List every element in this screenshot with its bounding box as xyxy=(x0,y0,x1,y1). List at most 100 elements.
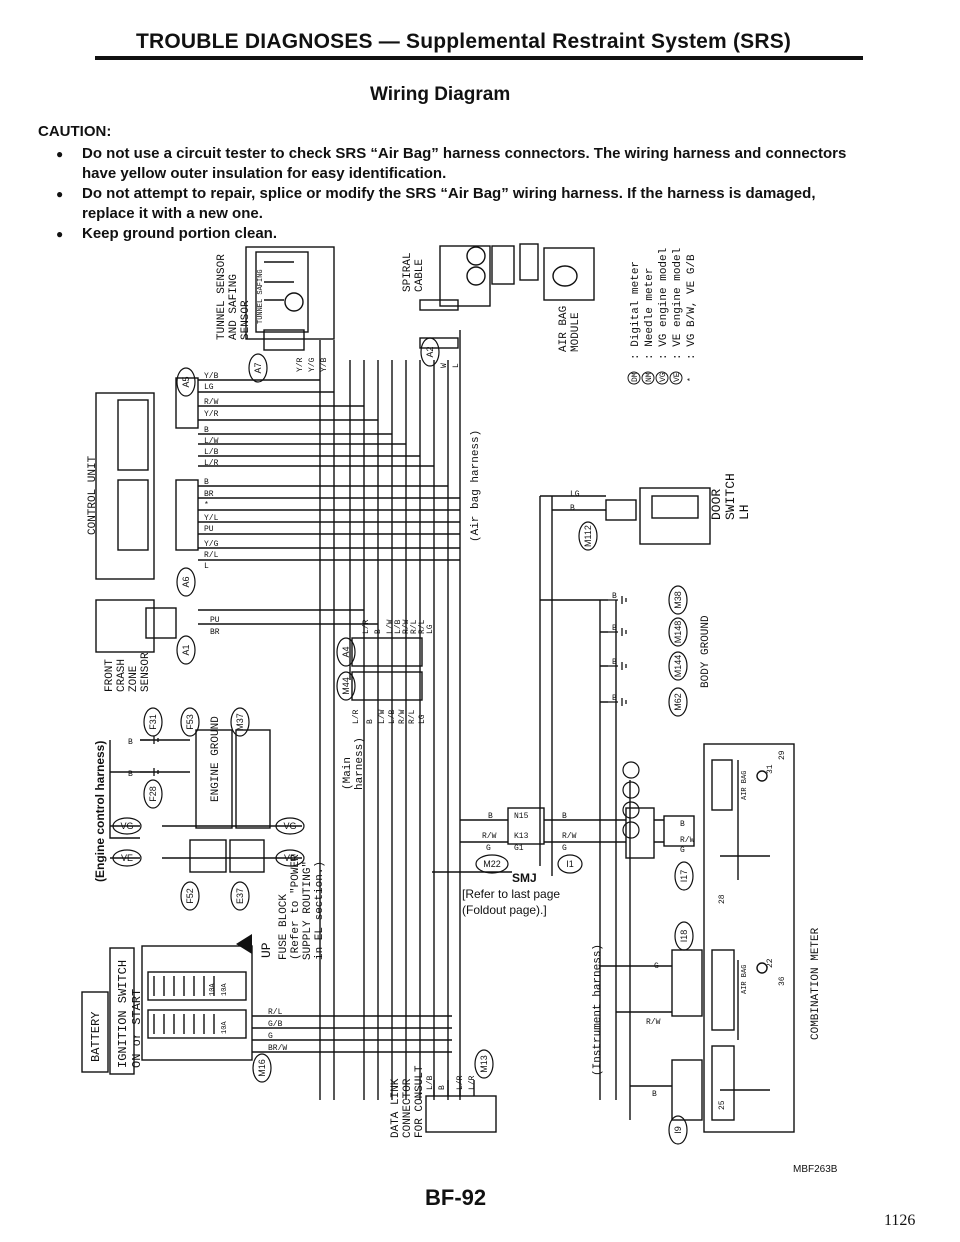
wire-label: L/W xyxy=(378,709,387,724)
wire-label: R/W xyxy=(646,1018,661,1027)
wire-label: B xyxy=(204,478,209,487)
caution-block: CAUTION: Do not use a circuit tester to … xyxy=(38,122,858,244)
wire-label: R/W xyxy=(680,836,695,845)
caution-list: Do not use a circuit tester to check SRS… xyxy=(38,144,858,244)
wire-label: Y/G xyxy=(308,357,317,372)
data-link-connector-box xyxy=(425,1095,497,1133)
connector-e37: E37 xyxy=(235,888,245,904)
wire-label: L/R xyxy=(352,709,361,724)
battery-box xyxy=(81,991,109,1073)
spiral-cable-label-2: CABLE xyxy=(414,259,426,292)
caution-label: CAUTION: xyxy=(38,123,112,140)
body-ground-label: BODY GROUND xyxy=(700,615,712,688)
smj-terminal: K13 xyxy=(514,832,529,841)
control-unit-label: CONTROL UNIT xyxy=(87,455,99,535)
wire-label: B xyxy=(128,738,133,747)
connector-m37: M37 xyxy=(235,713,245,731)
wire-label: B xyxy=(366,719,375,724)
connector-m62: M62 xyxy=(673,693,683,711)
wire-label: B xyxy=(612,658,617,667)
wire-label: B xyxy=(612,694,617,703)
connector-i1: I1 xyxy=(566,859,574,869)
wire-label: G xyxy=(680,846,685,855)
smj-terminal: G1 xyxy=(514,844,524,853)
wire-label: R/W xyxy=(402,619,411,634)
legend-code-ve: VE xyxy=(673,372,682,382)
connector-m22: M22 xyxy=(483,859,501,869)
wire-label: R/L xyxy=(418,619,427,634)
smj-label: SMJ xyxy=(512,871,537,885)
caution-item: Keep ground portion clean. xyxy=(38,224,858,244)
wire-label: * xyxy=(204,501,209,510)
data-link-label-3: FOR CONSULT xyxy=(414,1065,426,1138)
connector-ve: VE xyxy=(284,853,296,863)
legend-dm: : Digital meter xyxy=(630,261,642,360)
wire-label: W xyxy=(440,363,449,368)
fuse-rating: 10A xyxy=(221,983,229,996)
tunnel-sensor-label-3: SENSOR xyxy=(240,300,252,340)
data-link-label-1: DATA LINK xyxy=(390,1078,402,1138)
crash-sensor-label-1: FRONT xyxy=(104,659,116,692)
connector-m148: M148 xyxy=(673,621,683,644)
wire-label: B xyxy=(612,624,617,633)
wire-label: B xyxy=(612,592,617,601)
fuse-block-label-1: FUSE BLOCK xyxy=(278,894,290,960)
meter-terminal: 22 xyxy=(766,958,775,968)
page-code: BF-92 xyxy=(425,1185,487,1210)
crash-sensor-label-2: CRASH xyxy=(116,659,128,692)
meter-air-bag-1: AIR BAG xyxy=(741,771,749,800)
wire-label: Y/R xyxy=(296,357,305,372)
wire-label: LG xyxy=(426,624,435,634)
wire-label: R/W xyxy=(204,398,219,407)
connector-m38: M38 xyxy=(673,591,683,609)
meter-air-bag-2: AIR BAG xyxy=(741,965,749,994)
connector-a2: A2 xyxy=(425,346,435,357)
caution-item: Do not use a circuit tester to check SRS… xyxy=(38,144,858,184)
wire-label: PU xyxy=(204,525,214,534)
combination-meter-label: COMBINATION METER xyxy=(810,927,822,1040)
tunnel-sensor-box xyxy=(245,246,335,340)
connector-f52: F52 xyxy=(185,888,195,904)
wire-label: L/R xyxy=(204,459,219,468)
battery-label: BATTERY xyxy=(89,1012,103,1062)
wire-label: B xyxy=(438,1085,447,1090)
connector-f28: F28 xyxy=(148,786,158,802)
wire-label: L xyxy=(204,562,209,571)
wire-label: L/R xyxy=(362,619,371,634)
wire-label: LG xyxy=(204,383,214,392)
crash-sensor-label-4: SENSOR xyxy=(140,652,152,692)
smj-terminal: R/W xyxy=(482,832,497,841)
smj-box xyxy=(507,807,545,845)
wire-label: BR/W xyxy=(268,1044,287,1053)
smj-terminal: N15 xyxy=(514,812,529,821)
legend-vg: : VG engine model xyxy=(658,248,670,360)
page-number: 1126 xyxy=(884,1212,916,1229)
wire-label: B xyxy=(128,770,133,779)
harness-main-2: harness) xyxy=(354,737,366,790)
header-rule xyxy=(95,56,863,60)
wire-label: Y/L xyxy=(204,514,219,523)
spiral-cable-label-1: SPIRAL xyxy=(402,252,414,292)
smj-ref-2: (Foldout page).] xyxy=(462,903,547,917)
wire-label: L/B xyxy=(394,619,403,634)
connector-f31: F31 xyxy=(148,714,158,730)
harness-main-1: (Main xyxy=(342,757,354,790)
wire-label: B xyxy=(652,1090,657,1099)
ignition-switch-label-2: ON or START xyxy=(130,989,144,1068)
wire-label: BR xyxy=(204,490,214,499)
air-bag-module-label-1: AIR BAG xyxy=(558,306,570,352)
connector-m44: M44 xyxy=(341,677,351,695)
meter-terminal: 28 xyxy=(718,894,727,904)
tunnel-safing-label: TUNNEL SAFING xyxy=(257,269,265,324)
connector-m16: M16 xyxy=(257,1059,267,1077)
connector-i17: I17 xyxy=(679,870,689,883)
harness-instrument: (Instrument harness) xyxy=(592,944,604,1076)
engine-ground-label: ENGINE GROUND xyxy=(210,716,222,802)
air-bag-module-box xyxy=(543,247,595,301)
up-label: UP xyxy=(259,942,274,958)
fuse-block-label-2: (Refer to "POWER xyxy=(290,854,302,960)
harness-air-bag: (Air bag harness) xyxy=(470,430,482,542)
legend-nm: : Needle meter xyxy=(644,268,656,360)
legend-star: : VG B/W, VE G/B xyxy=(686,254,698,360)
smj-terminal: R/W xyxy=(562,832,577,841)
